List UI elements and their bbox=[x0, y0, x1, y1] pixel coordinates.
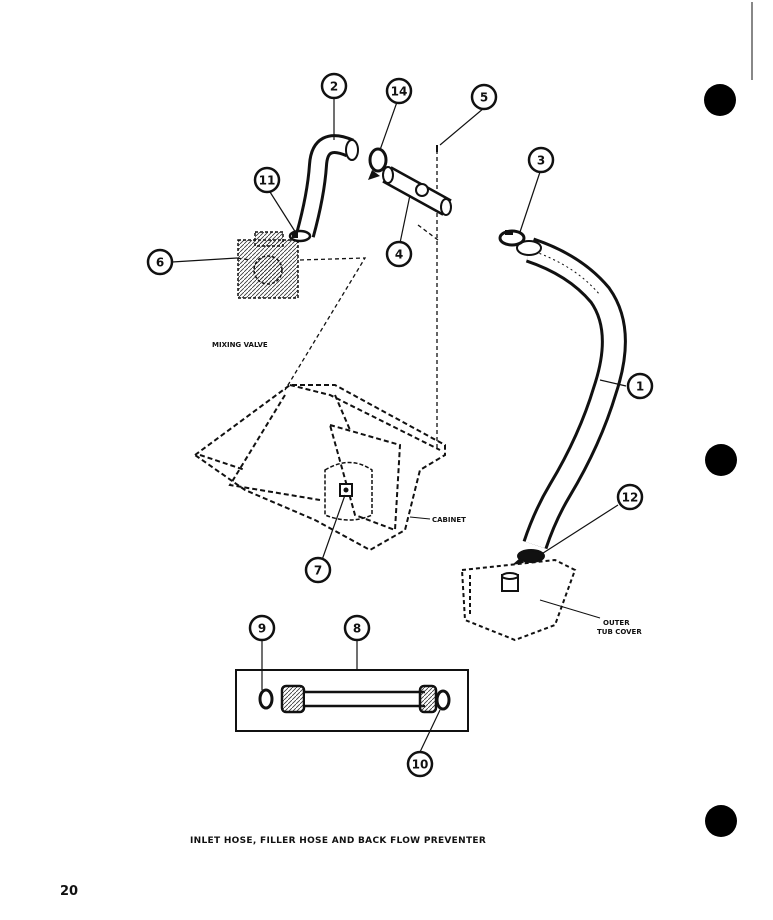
part-8-inlet-hose bbox=[280, 684, 438, 714]
svg-text:14: 14 bbox=[391, 85, 408, 99]
outer-tub-cover-label-line2: TUB COVER bbox=[597, 628, 642, 636]
part-3-clamp bbox=[498, 229, 526, 247]
callout-leaders bbox=[171, 96, 627, 753]
tub-fill-inlet bbox=[501, 572, 519, 592]
part-1-filler-hose bbox=[516, 237, 627, 550]
part-11-clamp bbox=[288, 229, 312, 243]
svg-text:5: 5 bbox=[480, 91, 488, 105]
part-7-bracket bbox=[324, 461, 373, 521]
svg-text:10: 10 bbox=[412, 758, 429, 772]
callout-11: 11 bbox=[253, 166, 281, 194]
page-number: 20 bbox=[60, 884, 79, 899]
callout-5: 5 bbox=[470, 83, 498, 111]
cabinet-outline bbox=[193, 384, 446, 552]
callout-6: 6 bbox=[146, 248, 174, 276]
svg-text:12: 12 bbox=[622, 491, 639, 505]
part-4-back-flow-preventer bbox=[382, 166, 452, 216]
cabinet-label: CABINET bbox=[432, 516, 466, 524]
callout-4: 4 bbox=[385, 240, 413, 268]
svg-text:7: 7 bbox=[314, 564, 322, 578]
part-10-washer bbox=[435, 689, 451, 711]
callout-8: 8 bbox=[343, 614, 371, 642]
svg-text:4: 4 bbox=[395, 248, 403, 262]
callout-2: 2 bbox=[320, 72, 348, 100]
figure-caption: INLET HOSE, FILLER HOSE AND BACK FLOW PR… bbox=[190, 836, 487, 846]
part-12-clamp bbox=[512, 549, 545, 565]
callout-1: 1 bbox=[626, 372, 654, 400]
outer-tub-cover bbox=[460, 558, 577, 642]
callout-14: 14 bbox=[385, 77, 413, 105]
part-14-clamp bbox=[368, 147, 388, 180]
binder-hole-bottom bbox=[705, 805, 737, 837]
svg-text:2: 2 bbox=[330, 80, 338, 94]
callout-12: 12 bbox=[616, 483, 644, 511]
mixing-valve bbox=[237, 231, 299, 299]
part-9-washer bbox=[258, 688, 274, 710]
svg-text:1: 1 bbox=[636, 380, 644, 394]
outer-tub-cover-label-line1: OUTER bbox=[603, 619, 630, 627]
binder-hole-middle bbox=[705, 444, 737, 476]
svg-text:3: 3 bbox=[537, 154, 545, 168]
callout-9: 9 bbox=[248, 614, 276, 642]
callout-7: 7 bbox=[304, 556, 332, 584]
svg-text:6: 6 bbox=[156, 256, 164, 270]
callout-10: 10 bbox=[406, 750, 434, 778]
binder-hole-top bbox=[704, 84, 736, 116]
svg-text:9: 9 bbox=[258, 622, 266, 636]
svg-text:11: 11 bbox=[259, 174, 276, 188]
svg-text:8: 8 bbox=[353, 622, 361, 636]
part-2-elbow-hose bbox=[295, 134, 359, 238]
mixing-valve-label: MIXING VALVE bbox=[212, 341, 268, 349]
callout-3: 3 bbox=[527, 146, 555, 174]
